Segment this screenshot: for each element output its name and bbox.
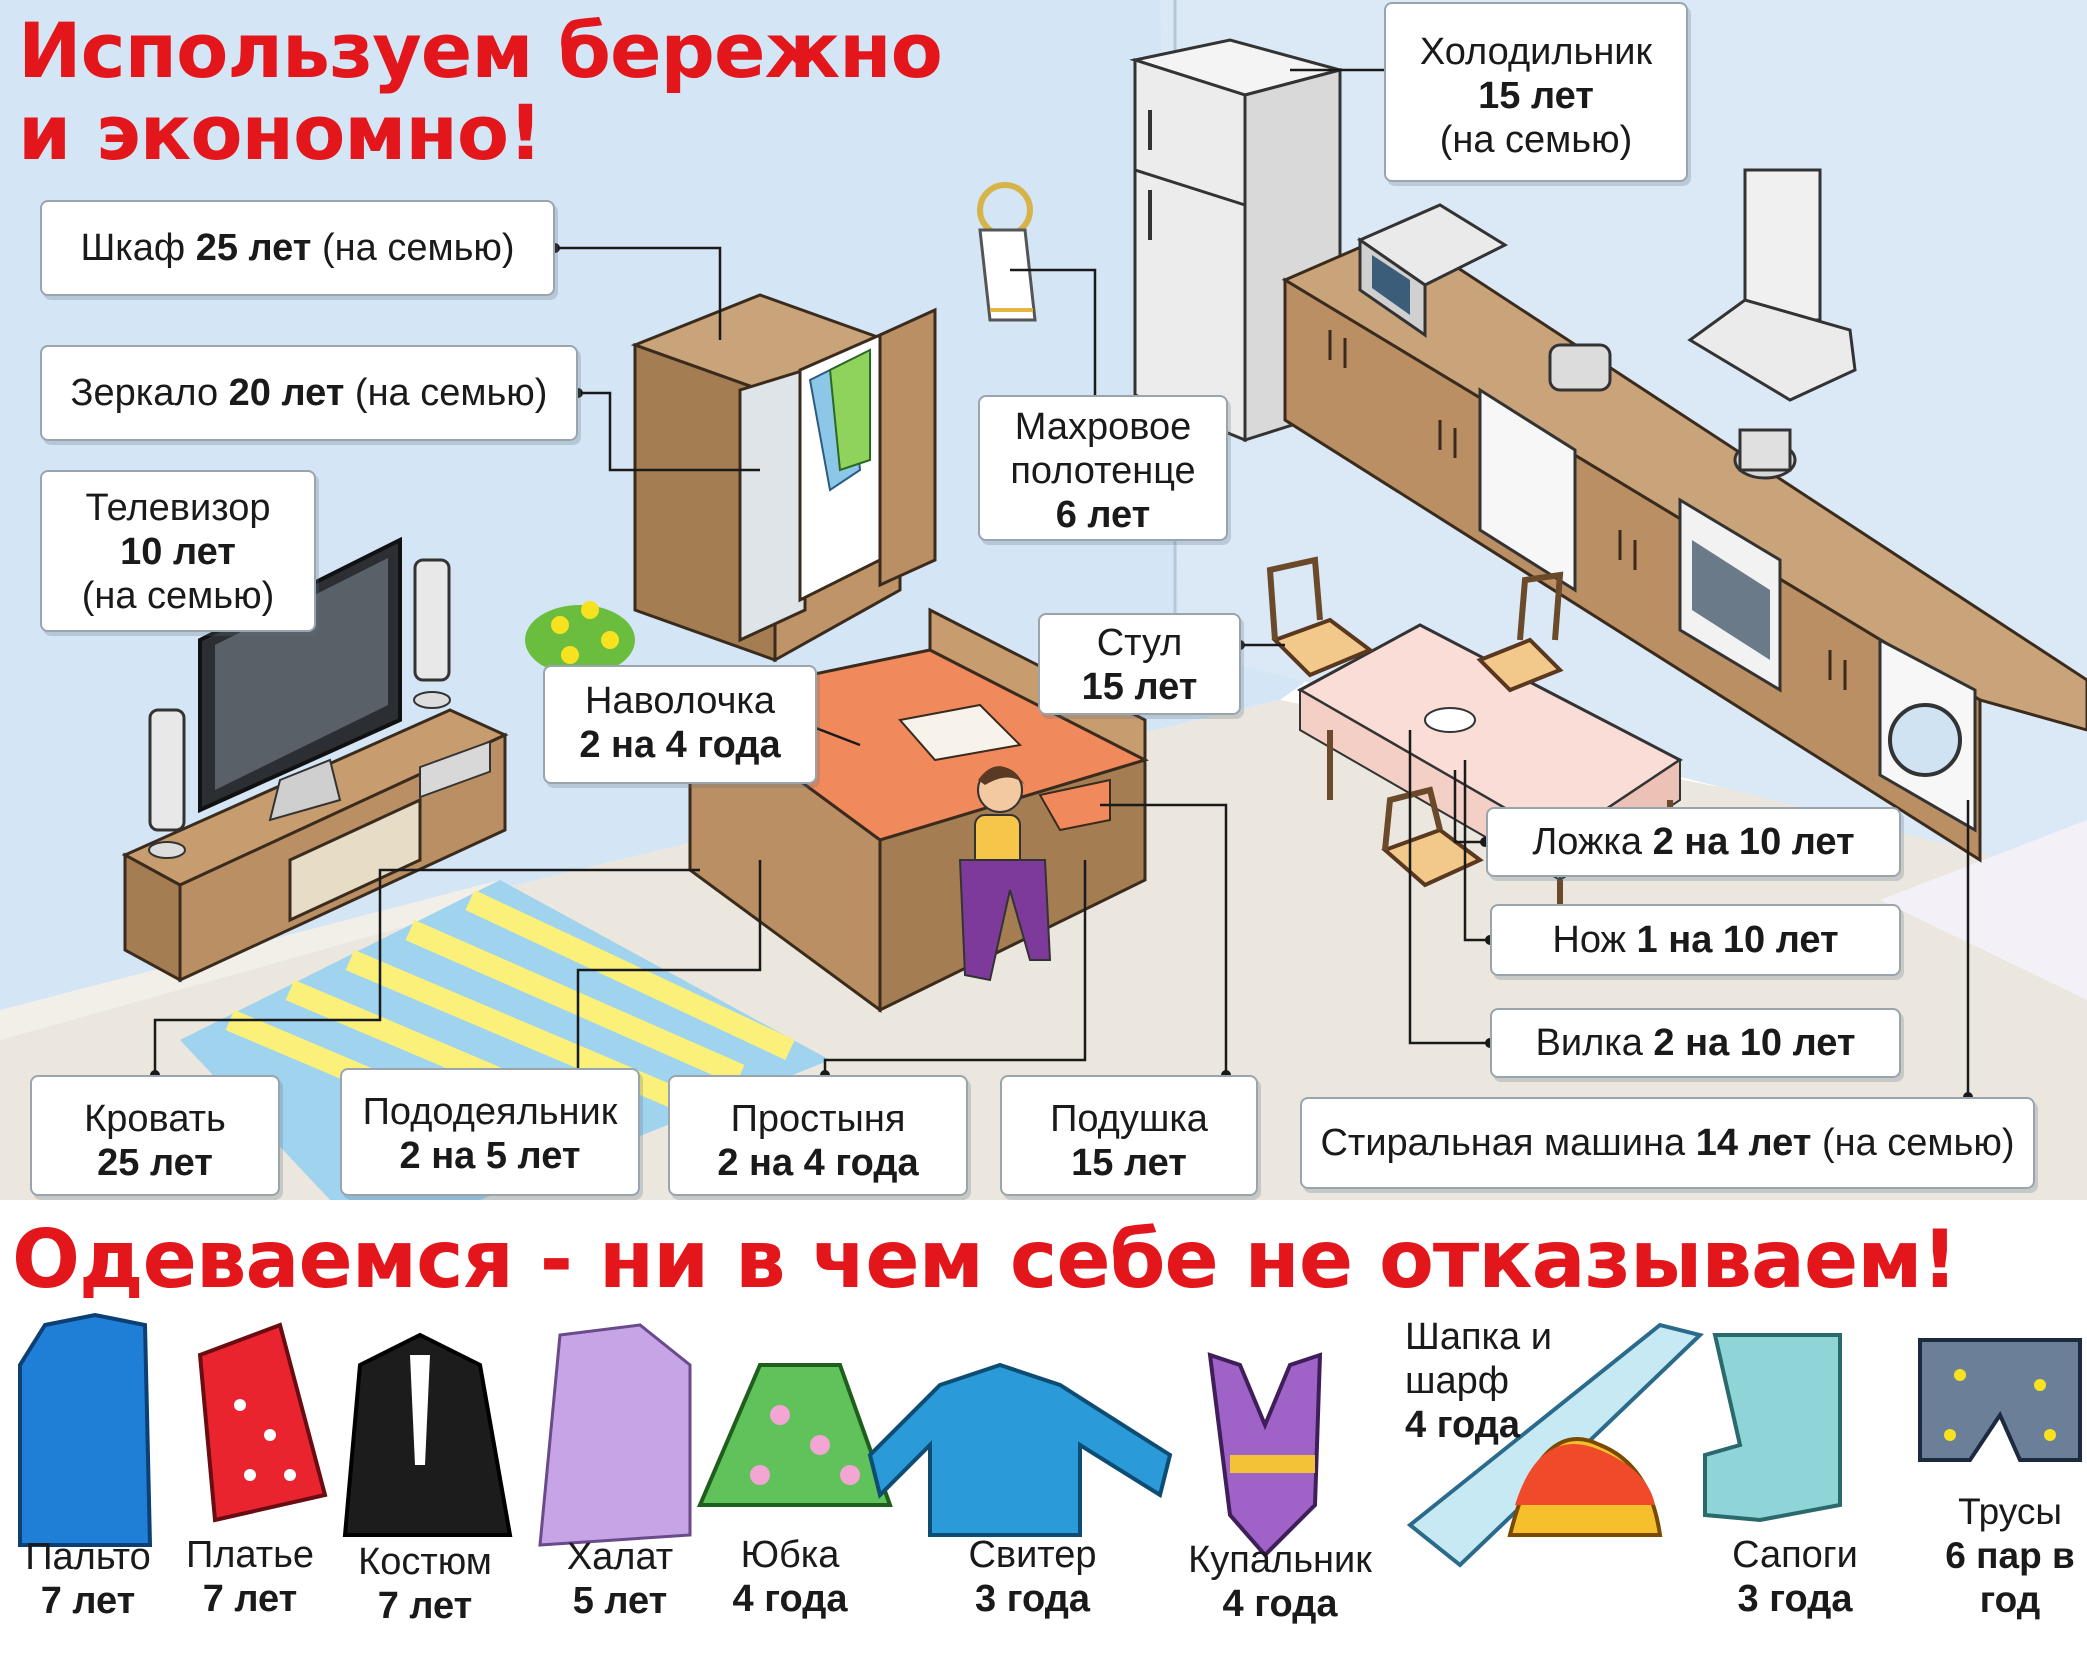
caption-skirt: Юбка 4 года	[720, 1533, 860, 1621]
caption-briefs: Трусы 6 пар в год	[1940, 1490, 2080, 1622]
label-washer-value: 14 лет	[1695, 1122, 1812, 1164]
caption-coat-value: 7 лет	[40, 1580, 136, 1622]
label-mirror: Зеркало 20 лет (на семью)	[40, 345, 578, 441]
page-title: Используем бережно и экономно!	[18, 6, 943, 177]
label-fork-value: 2 на 10 лет	[1653, 1022, 1856, 1064]
label-sheet-name: Простыня	[730, 1098, 906, 1140]
caption-swimsuit-value: 4 года	[1222, 1583, 1338, 1625]
label-bed-value: 25 лет	[97, 1142, 213, 1184]
label-spoon-value: 2 на 10 лет	[1652, 821, 1855, 863]
clothes-title: Одеваемся - ни в чем себе не отказываем!	[12, 1213, 1958, 1306]
caption-sweater-name: Свитер	[968, 1534, 1097, 1576]
label-pillowcase: Наволочка 2 на 4 года	[543, 665, 817, 784]
label-washer-name: Стиральная машина	[1320, 1122, 1686, 1164]
label-wardrobe-value: 25 лет	[195, 227, 312, 269]
label-fridge: Холодильник 15 лет (на семью)	[1384, 2, 1688, 182]
label-mirror-value: 20 лет	[228, 372, 345, 414]
label-knife: Нож 1 на 10 лет	[1490, 904, 1901, 976]
caption-sweater: Свитер 3 года	[960, 1533, 1105, 1621]
label-pillowcase-name: Наволочка	[585, 680, 775, 722]
label-wardrobe: Шкаф 25 лет (на семью)	[40, 200, 555, 296]
caption-hat: Шапка и шарф 4 года	[1405, 1315, 1575, 1447]
label-bed: Кровать 25 лет	[30, 1075, 280, 1196]
label-chair-name: Стул	[1096, 622, 1183, 664]
caption-hat-value: 4 года	[1405, 1404, 1520, 1446]
caption-robe-value: 5 лет	[572, 1580, 668, 1622]
label-pillow-value: 15 лет	[1071, 1142, 1187, 1184]
label-chair-value: 15 лет	[1081, 666, 1198, 708]
caption-briefs-value: 6 пар в год	[1945, 1535, 2075, 1620]
caption-dress-value: 7 лет	[202, 1578, 298, 1620]
label-mirror-name: Зеркало	[70, 372, 219, 414]
caption-suit-value: 7 лет	[377, 1585, 473, 1627]
label-tv-name: Телевизор	[85, 487, 271, 529]
label-tv-value: 10 лет	[120, 531, 236, 573]
label-towel-value: 6 лет	[1055, 494, 1151, 536]
caption-robe: Халат 5 лет	[550, 1535, 690, 1623]
caption-swimsuit-name: Купальник	[1188, 1539, 1372, 1581]
caption-hat-name: Шапка и шарф	[1405, 1316, 1552, 1402]
label-fridge-name: Холодильник	[1419, 31, 1653, 73]
caption-briefs-name: Трусы	[1958, 1491, 2062, 1532]
title-line-1: Используем бережно	[18, 6, 943, 95]
label-mirror-note: (на семью)	[354, 372, 548, 414]
label-towel: Махровое полотенце 6 лет	[978, 395, 1228, 541]
label-pillow: Подушка 15 лет	[1000, 1075, 1258, 1196]
caption-swimsuit: Купальник 4 года	[1185, 1538, 1375, 1626]
caption-sweater-value: 3 года	[975, 1578, 1090, 1620]
label-towel-name: Махровое полотенце	[1010, 406, 1196, 492]
caption-skirt-value: 4 года	[732, 1578, 848, 1620]
label-knife-value: 1 на 10 лет	[1636, 919, 1839, 961]
caption-coat-name: Пальто	[25, 1536, 151, 1578]
caption-boots-value: 3 года	[1737, 1578, 1853, 1620]
caption-coat: Пальто 7 лет	[18, 1535, 158, 1623]
caption-boots: Сапоги 3 года	[1720, 1533, 1870, 1621]
caption-skirt-name: Юбка	[740, 1534, 840, 1576]
caption-suit: Костюм 7 лет	[345, 1540, 505, 1628]
title-line-2: и экономно!	[18, 88, 543, 177]
caption-suit-name: Костюм	[358, 1541, 492, 1583]
label-washer: Стиральная машина 14 лет (на семью)	[1300, 1097, 2035, 1189]
label-sheet: Простыня 2 на 4 года	[668, 1075, 968, 1196]
label-wardrobe-name: Шкаф	[80, 227, 186, 269]
label-tv: Телевизор 10 лет (на семью)	[40, 470, 316, 632]
label-wardrobe-note: (на семью)	[321, 227, 515, 269]
label-pillowcase-value: 2 на 4 года	[579, 724, 781, 766]
caption-robe-name: Халат	[566, 1536, 674, 1578]
caption-boots-name: Сапоги	[1732, 1534, 1858, 1576]
label-fork: Вилка 2 на 10 лет	[1490, 1008, 1901, 1078]
label-tv-note: (на семью)	[81, 575, 275, 617]
label-bed-name: Кровать	[84, 1098, 226, 1140]
label-fridge-value: 15 лет	[1478, 75, 1594, 117]
label-knife-name: Нож	[1552, 919, 1626, 961]
label-fridge-note: (на семью)	[1439, 119, 1633, 161]
label-spoon: Ложка 2 на 10 лет	[1486, 807, 1901, 877]
label-fork-name: Вилка	[1535, 1022, 1643, 1064]
caption-dress: Платье 7 лет	[180, 1533, 320, 1621]
label-pillow-name: Подушка	[1050, 1098, 1208, 1140]
label-spoon-name: Ложка	[1532, 821, 1643, 863]
label-sheet-value: 2 на 4 года	[717, 1142, 919, 1184]
label-duvet-value: 2 на 5 лет	[399, 1135, 581, 1177]
caption-dress-name: Платье	[185, 1534, 315, 1576]
label-chair: Стул 15 лет	[1038, 613, 1241, 715]
label-duvet-name: Пододеяльник	[362, 1091, 618, 1133]
label-duvet: Пододеяльник 2 на 5 лет	[340, 1068, 640, 1196]
clothes-drawings	[18, 1312, 2082, 1568]
label-washer-note: (на семью)	[1821, 1122, 2015, 1164]
